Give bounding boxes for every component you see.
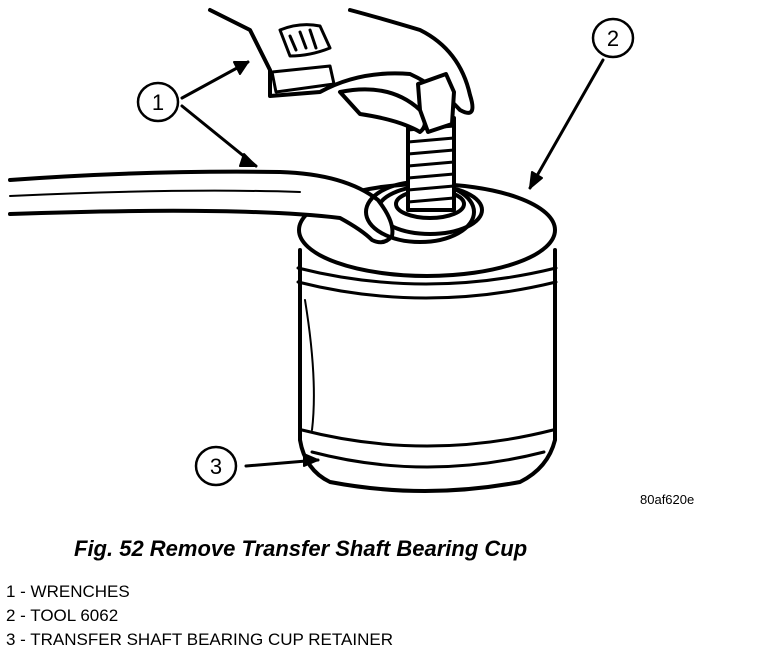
legend-item: 1 - WRENCHES [6,582,130,601]
figure-caption: Fig. 52 Remove Transfer Shaft Bearing Cu… [74,536,528,561]
threaded-screw [406,116,456,212]
callout-2: 2 [528,17,635,190]
callout-3: 3 [194,445,320,487]
callout-1: 1 [136,60,258,168]
illustration: 1 2 3 [8,8,635,493]
figure-reference-code: 80af620e [640,492,695,507]
legend-item: 2 - TOOL 6062 [6,606,119,625]
adjustable-wrench [208,8,475,134]
callout-1-label: 1 [152,90,164,115]
callout-2-label: 2 [607,26,619,51]
legend-item: 3 - TRANSFER SHAFT BEARING CUP RETAINER [6,630,393,649]
legend: 1 - WRENCHES 2 - TOOL 6062 3 - TRANSFER … [6,580,393,652]
callout-3-label: 3 [210,454,222,479]
